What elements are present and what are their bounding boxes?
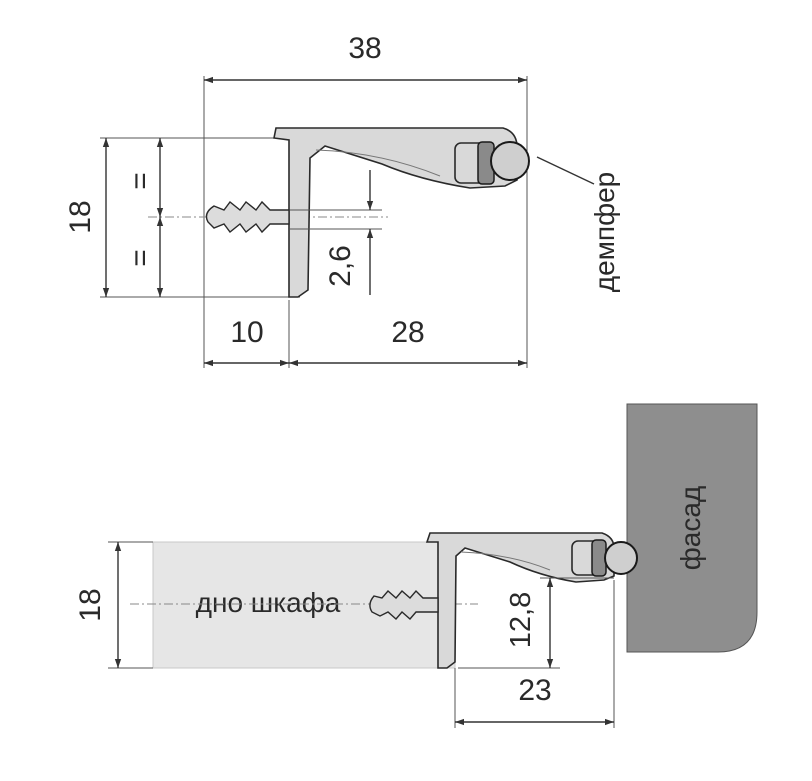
bottom-profile-shape	[425, 532, 615, 669]
dim-right: 28	[391, 316, 424, 349]
damper-leader-line	[536, 156, 595, 185]
top-damper-icon	[490, 141, 530, 181]
facade-panel	[626, 403, 758, 653]
bottom-fixing-pin	[369, 589, 439, 620]
top-profile-drawing: 38 10 28 18 = = 2,6 демпфер	[64, 32, 620, 368]
equal-mark-lower: =	[124, 249, 157, 267]
dim-left: 10	[230, 316, 263, 349]
dim-height: 12,8	[505, 592, 537, 648]
equal-mark-upper: =	[124, 172, 157, 190]
cabinet-bottom-label: дно шкафа	[196, 587, 341, 618]
dim-width: 23	[518, 674, 551, 707]
dim-thickness-bottom: 18	[74, 588, 107, 621]
facade-label: фасад	[675, 486, 706, 571]
top-fixing-pin	[205, 200, 290, 234]
bottom-damper-icon	[604, 541, 638, 575]
damper-label: демпфер	[589, 172, 620, 293]
bottom-assembly-drawing: фасад дно шкафа 18 12,8 23	[74, 403, 758, 728]
dim-offset: 2,6	[324, 245, 357, 287]
dim-total-width: 38	[348, 32, 381, 65]
dim-thickness-top: 18	[64, 200, 97, 233]
